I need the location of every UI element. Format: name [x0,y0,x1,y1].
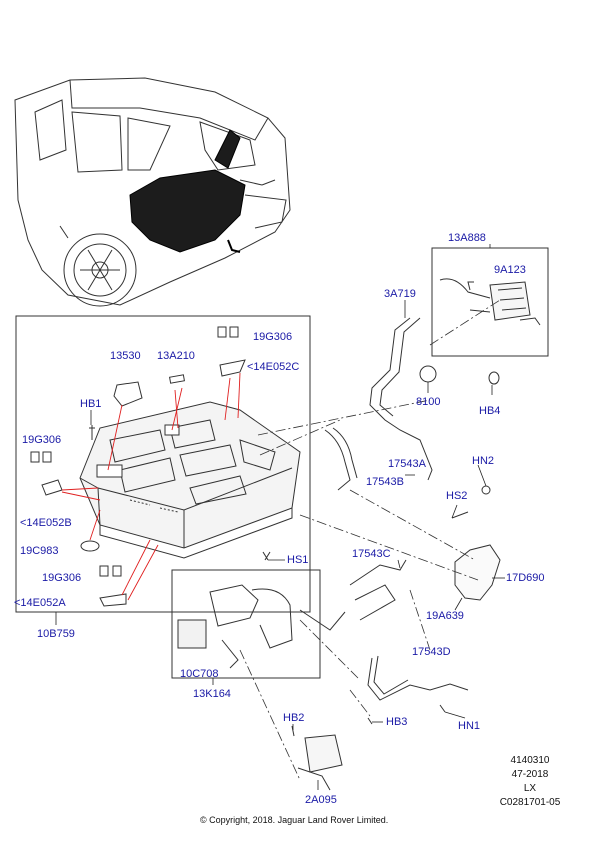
assembly-lines [239,299,501,781]
label-HB3[interactable]: HB3 [386,716,408,728]
label-17D690[interactable]: 17D690 [506,572,545,584]
label-HS2[interactable]: HS2 [446,490,468,502]
label-10B759[interactable]: 10B759 [37,628,75,640]
label-13A888[interactable]: 13A888 [448,232,486,244]
reference-block: 4140310 47-2018 LX C0281701-05 [490,754,570,810]
date-code: 47-2018 [511,769,549,780]
valve-assembly-13K164 [177,551,293,669]
coolant-pump-frame [431,247,549,357]
label-HS1[interactable]: HS1 [287,554,309,566]
coolant-pump-assembly [439,278,541,385]
copyright-notice: © Copyright, 2018. Jaguar Land Rover Lim… [200,815,389,825]
battery-fasteners [30,326,246,607]
label-19G306-top[interactable]: 19G306 [253,331,293,343]
label-10C708[interactable]: 10C708 [180,668,219,680]
label-13530[interactable]: 13530 [110,350,141,362]
label-14E052B[interactable]: <14E052B [20,517,72,529]
label-19A639[interactable]: 19A639 [426,610,464,622]
label-HN1[interactable]: HN1 [458,720,481,732]
label-17543B[interactable]: 17543B [366,476,404,488]
label-14E052C[interactable]: <14E052C [247,361,300,373]
leader-lines [55,244,505,790]
clip-8100 [419,365,437,383]
label-19G306-left[interactable]: 19G306 [22,434,62,446]
valve-group-frame [171,569,321,679]
label-8100[interactable]: 8100 [416,396,441,408]
red-leader-lines [61,372,241,601]
label-3A719[interactable]: 3A719 [384,288,416,300]
valve-2A095 [291,725,343,791]
cover-13530 [113,381,143,407]
label-19C983[interactable]: 19C983 [20,545,59,557]
battery-group-frame [15,315,311,613]
hv-battery-pack [79,401,301,559]
label-14E052A[interactable]: <14E052A [14,597,66,609]
clip-HS1 [262,551,269,561]
vehicle-outline [14,77,291,307]
label-17543D[interactable]: 17543D [412,646,451,658]
ref-number: 4140310 [510,755,550,766]
coolant-pipes [299,317,469,701]
model-code: LX [523,783,537,794]
label-17543C[interactable]: 17543C [352,548,391,560]
clip-13A210 [169,374,185,384]
drawing-id: C0281701-05 [499,797,561,808]
vehicle-battery-location [129,129,246,253]
label-HN2[interactable]: HN2 [472,455,495,467]
label-9A123[interactable]: 9A123 [494,264,526,276]
label-13K164[interactable]: 13K164 [193,688,231,700]
label-2A095[interactable]: 2A095 [305,794,337,806]
bracket-17D690 [451,485,501,601]
clip-HB3 [367,717,373,725]
label-13A210[interactable]: 13A210 [157,350,195,362]
label-19G306-bottom[interactable]: 19G306 [42,572,82,584]
label-HB2[interactable]: HB2 [283,712,305,724]
label-HB1[interactable]: HB1 [80,398,102,410]
clip-HN1 [439,704,446,713]
label-HB4[interactable]: HB4 [479,405,501,417]
label-17543A[interactable]: 17543A [388,458,426,470]
